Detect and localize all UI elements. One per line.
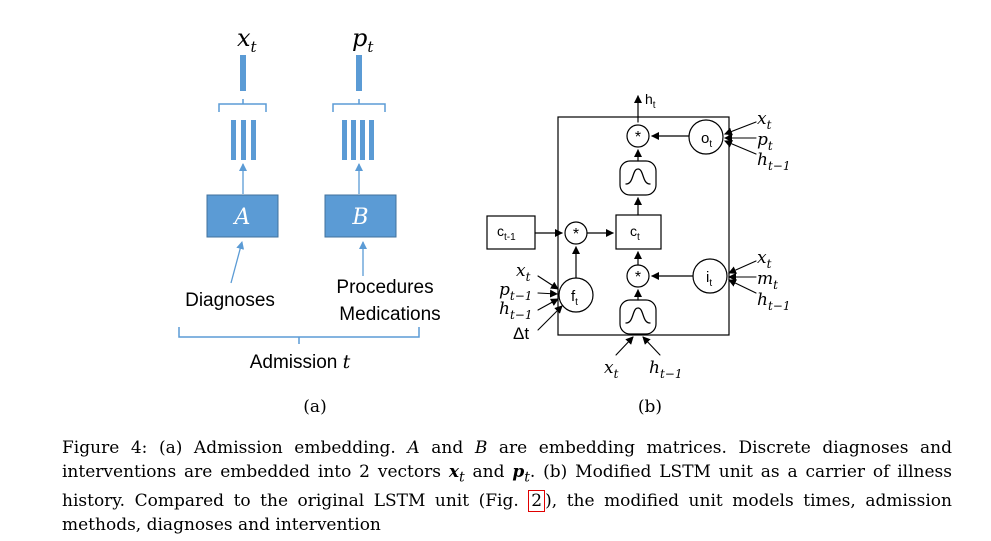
cell-candidate-inputs: xt ht−1 — [604, 336, 682, 381]
arrow-diagnoses — [230, 241, 245, 284]
embedding-vector-x — [240, 55, 246, 91]
f-input-delta-t: Δt — [513, 324, 529, 343]
bottom-input-x: xt — [604, 358, 619, 381]
panel-b: ht * ot ct ct-1 * ft * it — [486, 91, 790, 417]
brace-p — [332, 99, 386, 112]
output-multiply-node — [626, 124, 650, 148]
f-input-h: ht−1 — [499, 299, 532, 322]
onehot-bars-interventions — [342, 120, 374, 160]
o-input-p: pt — [757, 130, 773, 153]
tanh-output-node — [619, 160, 657, 196]
embedding-vector-p — [356, 55, 362, 91]
forget-multiply-symbol: * — [573, 226, 579, 243]
diagnoses-label: Diagnoses — [185, 290, 275, 311]
i-input-m: mt — [757, 269, 778, 292]
figure-diagram: xt pt A B Diagnoses — [178, 24, 790, 417]
prev-cell-state-label: ct-1 — [497, 223, 516, 243]
brace-x — [218, 99, 267, 112]
matrix-a-label: A — [233, 205, 251, 230]
o-input-h: ht−1 — [757, 150, 790, 173]
prev-cell-state-box — [486, 215, 536, 250]
matrix-a-box — [206, 194, 279, 238]
onehot-bars-diagnoses — [231, 120, 256, 160]
h-out-label: ht — [645, 91, 656, 111]
procedures-label: Procedures — [336, 277, 433, 298]
matrix-b-label: B — [351, 205, 368, 230]
output-p-label: pt — [352, 24, 374, 56]
cell-state-box — [615, 214, 662, 250]
f-input-x: xt — [516, 261, 531, 284]
panel-a: xt pt A B Diagnoses — [178, 24, 441, 417]
subfigure-a-label: (a) — [303, 397, 326, 417]
input-gate-inputs: xt mt ht−1 — [728, 248, 790, 313]
figure-reference-link[interactable]: 2 — [528, 490, 546, 513]
f-input-p: pt−1 — [499, 280, 532, 303]
i-input-h: ht−1 — [757, 290, 790, 313]
output-gate — [688, 119, 724, 155]
cell-state-label: ct — [630, 223, 640, 243]
forget-gate-label: ft — [571, 288, 578, 308]
bottom-input-h: ht−1 — [649, 358, 682, 381]
o-input-x: xt — [757, 109, 772, 132]
output-multiply-symbol: * — [635, 129, 641, 146]
output-gate-inputs: xt pt ht−1 — [724, 109, 790, 173]
admission-label: Admission t — [250, 351, 351, 373]
input-multiply-symbol: * — [635, 269, 641, 286]
sigmoid-icon — [625, 168, 651, 185]
forget-gate-inputs: xt pt−1 ht−1 Δt — [499, 261, 563, 343]
matrix-b-box — [324, 194, 397, 238]
subfigure-b-label: (b) — [638, 397, 662, 417]
output-x-label: xt — [237, 24, 258, 56]
medications-label: Medications — [339, 304, 440, 325]
i-input-x: xt — [757, 248, 772, 271]
admission-brace — [178, 327, 420, 344]
sigmoid-icon — [625, 307, 651, 324]
output-gate-label: ot — [701, 130, 712, 150]
tanh-input-node — [619, 299, 657, 335]
figure-caption: Figure 4: (a) Admission embedding. A and… — [62, 438, 953, 536]
lstm-unit-box — [557, 116, 730, 336]
input-gate-label: it — [706, 269, 712, 289]
